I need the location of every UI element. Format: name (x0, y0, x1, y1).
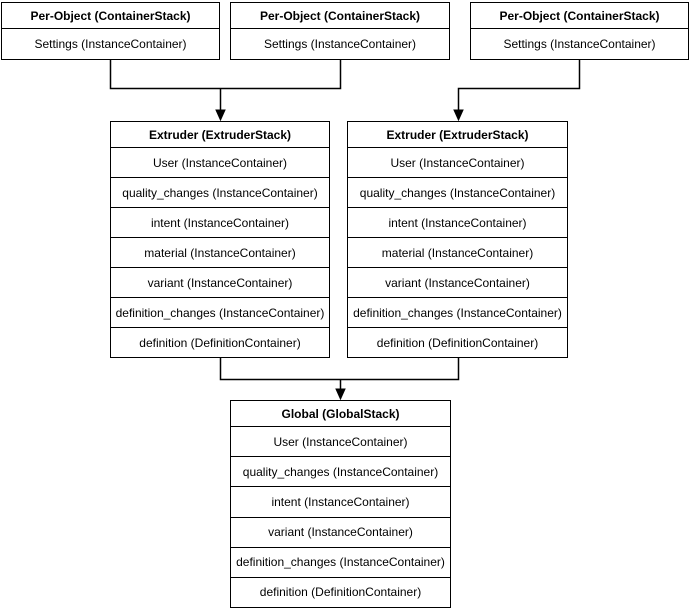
container-row: quality_changes (InstanceContainer) (111, 178, 329, 208)
container-row: material (InstanceContainer) (348, 238, 567, 268)
container-row: variant (InstanceContainer) (231, 518, 450, 548)
arrowhead-global (335, 388, 346, 401)
container-row: intent (InstanceContainer) (231, 487, 450, 518)
container-row: definition (DefinitionContainer) (139, 335, 301, 350)
container-row: quality_changes (InstanceContainer) (231, 457, 450, 488)
container-row: definition (DefinitionContainer) (259, 585, 422, 600)
container-row: User (InstanceContainer) (111, 148, 329, 178)
container-row: Settings (InstanceContainer) (34, 37, 187, 51)
node-per-object-3: Per-Object (ContainerStack) Settings (In… (470, 2, 689, 60)
node-title: Per-Object (ContainerStack) (471, 3, 688, 29)
container-row: intent (InstanceContainer) (348, 208, 567, 238)
node-title: Extruder (ExtruderStack) (348, 122, 567, 148)
container-row: Settings (InstanceContainer) (263, 37, 417, 51)
container-row: User (InstanceContainer) (231, 427, 450, 458)
container-row: definition_changes (InstanceContainer) (111, 298, 329, 328)
container-row: definition_changes (InstanceContainer) (348, 298, 567, 328)
edge-extruders-to-global (219, 357, 460, 390)
edge-perobject1-to-extruder-left (109, 59, 342, 111)
node-extruder-right: Extruder (ExtruderStack) User (InstanceC… (347, 121, 568, 358)
container-row: variant (InstanceContainer) (111, 268, 329, 298)
container-row: Settings (InstanceContainer) (503, 37, 656, 51)
edge-perobject3-to-extruder-right (457, 59, 581, 111)
node-title: Extruder (ExtruderStack) (111, 122, 329, 148)
arrowhead-extruder-right (453, 109, 464, 122)
container-row: User (InstanceContainer) (348, 148, 567, 178)
node-extruder-left: Extruder (ExtruderStack) User (InstanceC… (110, 121, 330, 358)
container-row: intent (InstanceContainer) (111, 208, 329, 238)
arrowhead-extruder-left (215, 109, 226, 122)
node-title: Per-Object (ContainerStack) (2, 3, 219, 29)
node-per-object-2: Per-Object (ContainerStack) Settings (In… (230, 2, 450, 60)
node-per-object-1: Per-Object (ContainerStack) Settings (In… (1, 2, 220, 60)
container-row: material (InstanceContainer) (111, 238, 329, 268)
node-global-stack: Global (GlobalStack) User (InstanceConta… (230, 400, 451, 608)
container-row: quality_changes (InstanceContainer) (348, 178, 567, 208)
node-title: Global (GlobalStack) (231, 401, 450, 427)
container-row: definition (DefinitionContainer) (376, 335, 539, 350)
container-row: variant (InstanceContainer) (348, 268, 567, 298)
node-title: Per-Object (ContainerStack) (231, 3, 449, 29)
container-row: definition_changes (InstanceContainer) (231, 548, 450, 578)
